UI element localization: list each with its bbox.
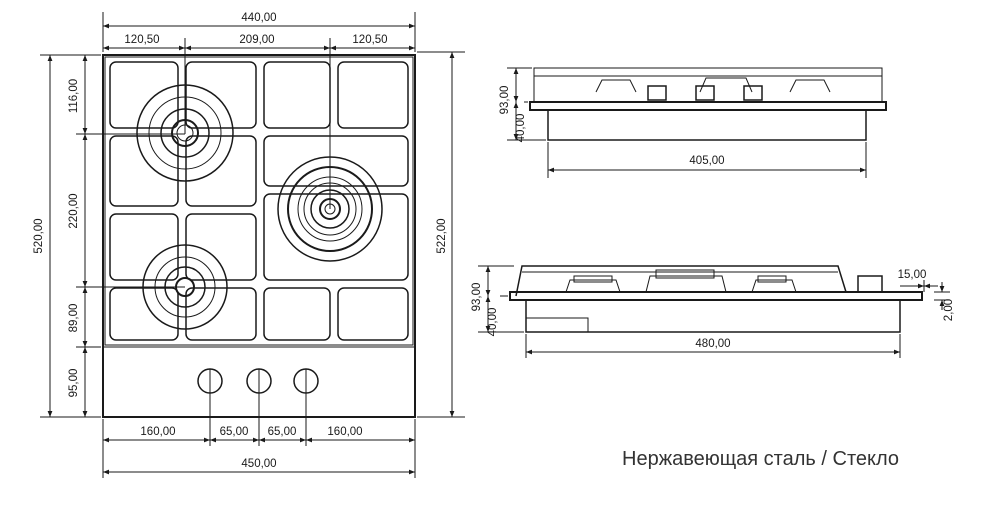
side-dim-405: 405,00	[689, 155, 724, 167]
front-grate	[515, 265, 847, 297]
top-view: 440,00 120,50 209,00 120,50 520,00 116,0…	[33, 12, 465, 478]
front-dim-480: 480,00	[695, 338, 730, 350]
grate-frame	[104, 56, 414, 346]
dim-65-left: 65,00	[220, 426, 249, 438]
front-body	[525, 300, 901, 333]
front-gas-inlet	[525, 317, 589, 333]
side-dim-40: 40,00	[515, 114, 527, 143]
front-glass-plate	[509, 291, 923, 301]
dim-520: 520,00	[33, 218, 45, 253]
dim-522: 522,00	[436, 218, 448, 253]
front-dim-93: 93,00	[471, 283, 483, 312]
side-knob-1	[647, 85, 667, 101]
dim-209: 209,00	[239, 34, 274, 46]
dim-120-left: 120,50	[124, 34, 159, 46]
dim-120-right: 120,50	[352, 34, 387, 46]
side-body	[547, 110, 867, 141]
front-view: 93,00 40,00 480,00 15,00 2,00	[471, 265, 955, 358]
dim-220: 220,00	[68, 193, 80, 228]
dim-160-left: 160,00	[140, 426, 175, 438]
front-dim-40: 40,00	[487, 308, 499, 337]
front-dim-2: 2,00	[943, 299, 955, 321]
front-dim-15: 15,00	[898, 269, 927, 281]
hob-outline	[102, 54, 416, 418]
dim-65-right: 65,00	[268, 426, 297, 438]
side-glass-plate	[529, 101, 887, 111]
dim-89: 89,00	[68, 304, 80, 333]
dim-440: 440,00	[241, 12, 276, 24]
side-knob-3	[743, 85, 763, 101]
material-caption: Нержавеющая сталь / Стекло	[622, 448, 899, 470]
dim-95: 95,00	[68, 369, 80, 398]
dim-160-right: 160,00	[327, 426, 362, 438]
side-grate	[533, 67, 883, 103]
front-knob	[857, 275, 883, 293]
pan-supports	[109, 61, 409, 341]
side-view: 93,00 40,00 405,00	[499, 67, 887, 178]
side-dim-93: 93,00	[499, 86, 511, 115]
dim-116: 116,00	[68, 79, 80, 113]
side-knob-2	[695, 85, 715, 101]
dim-450: 450,00	[241, 458, 276, 470]
control-knobs	[197, 368, 319, 394]
